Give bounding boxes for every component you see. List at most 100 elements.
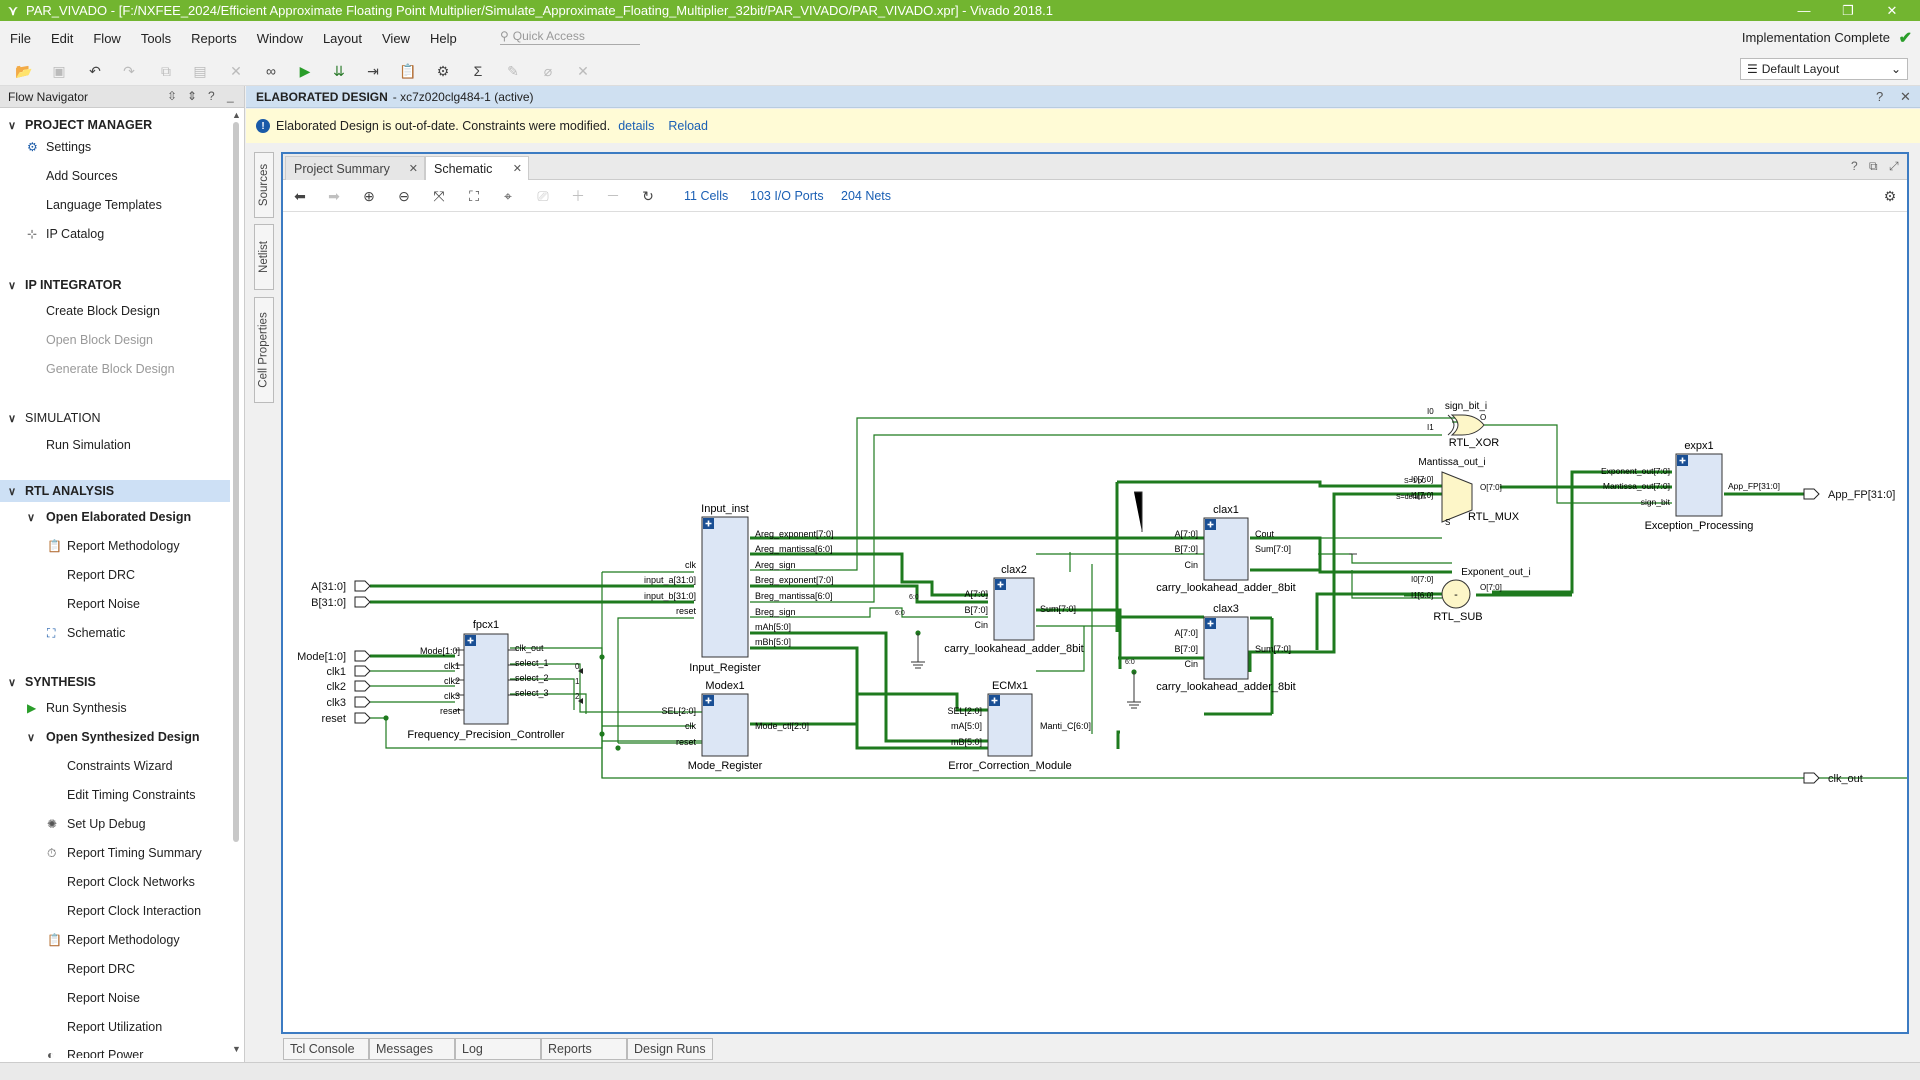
port-clk3[interactable] [354, 696, 371, 708]
nav-settings[interactable]: ⚙ Settings [27, 140, 92, 154]
section-simulation[interactable]: ∨ SIMULATION [8, 411, 101, 425]
nets-count[interactable]: 204 Nets [841, 189, 892, 203]
nav-ip-catalog[interactable]: ⊹ IP Catalog [27, 227, 105, 241]
close-window-icon[interactable]: ✕ [1886, 2, 1898, 18]
nav-run-synthesis[interactable]: ▶ Run Synthesis [27, 701, 127, 715]
port-reset[interactable] [354, 712, 371, 724]
restore-icon[interactable]: ❐ [1842, 2, 1854, 18]
minimize-panel-icon[interactable]: _ [227, 89, 234, 103]
nav-set-up-debug[interactable]: ✺ Set Up Debug [47, 817, 146, 831]
collapse-icon[interactable]: － [606, 188, 620, 204]
nav-report-methodology-synth[interactable]: 📋 Report Methodology [47, 933, 180, 947]
port-clk-out[interactable] [1803, 772, 1820, 784]
settings-gear-icon[interactable]: ⚙ [436, 62, 450, 79]
nav-create-block-design[interactable]: Create Block Design [46, 304, 160, 318]
tab-schematic[interactable]: Schematic ✕ [425, 156, 529, 180]
section-project-manager[interactable]: ∨ PROJECT MANAGER [8, 118, 153, 132]
menu-help[interactable]: Help [429, 31, 457, 46]
nav-report-drc[interactable]: Report DRC [67, 568, 136, 582]
nav-report-utilization[interactable]: Report Utilization [67, 1020, 163, 1034]
nav-report-drc-synth[interactable]: Report DRC [67, 962, 136, 976]
port-clk1[interactable] [354, 665, 371, 677]
refresh-icon[interactable]: ↻ [642, 187, 654, 204]
cell-ecmx1[interactable]: ECMx1 Error_Correction_Module SEL[2:0] m… [947, 680, 1091, 772]
tab-cell-properties[interactable]: Cell Properties [254, 297, 274, 403]
float-window-icon[interactable]: ⧉ [1869, 159, 1878, 173]
nav-open-block-design[interactable]: Open Block Design [46, 333, 154, 347]
tool-disabled-1-icon[interactable]: ✎ [507, 62, 519, 79]
target-icon[interactable]: ⌖ [504, 187, 512, 204]
port-A[interactable] [354, 580, 371, 592]
tool-disabled-2-icon[interactable]: ⌀ [543, 62, 553, 79]
menu-edit[interactable]: Edit [50, 31, 74, 46]
nav-language-templates[interactable]: Language Templates [46, 198, 162, 212]
section-rtl-analysis[interactable]: ∨ RTL ANALYSIS [0, 480, 230, 502]
port-Mode[interactable] [354, 650, 371, 662]
expand-all-icon[interactable]: ⇕ [187, 89, 198, 103]
cell-clax3[interactable]: clax3 carry_lookahead_adder_8bit A[7:0] … [1156, 603, 1295, 693]
regenerate-icon[interactable]: ⎚ [537, 187, 549, 204]
maximize-icon[interactable]: ⤢ [1889, 159, 1899, 173]
minimize-icon[interactable]: — [1797, 3, 1811, 18]
nav-edit-timing-constraints[interactable]: Edit Timing Constraints [67, 788, 196, 802]
cell-fpcx1[interactable]: fpcx1 Frequency_Precision_Controller Mod… [407, 619, 564, 741]
gate-exponent-sub[interactable]: - Exponent_out_i RTL_SUB I0[7:0] I1[6:0]… [1411, 567, 1531, 623]
step-icon[interactable]: ⇥ [367, 62, 379, 79]
menu-reports[interactable]: Reports [191, 31, 237, 46]
open-project-icon[interactable]: 📂 [15, 62, 33, 79]
help-icon[interactable]: ? [208, 89, 215, 103]
tab-messages[interactable]: Messages [369, 1038, 455, 1060]
forward-icon[interactable]: ➡ [328, 187, 340, 204]
nav-report-noise[interactable]: Report Noise [67, 597, 140, 611]
delete-icon[interactable]: ✕ [230, 62, 242, 79]
menu-view[interactable]: View [382, 31, 410, 46]
close-tab-icon[interactable]: ✕ [512, 163, 522, 175]
reload-link[interactable]: Reload [668, 119, 708, 133]
nav-add-sources[interactable]: Add Sources [46, 169, 118, 183]
report-icon[interactable]: 📋 [399, 62, 417, 79]
scroll-up-icon[interactable]: ▲ [232, 110, 241, 120]
schematic-canvas[interactable]: A[31:0] B[31:0] Mode[1:0] clk1 clk2 clk3… [283, 212, 1907, 1032]
nav-report-clock-networks[interactable]: Report Clock Networks [67, 875, 195, 889]
tab-reports[interactable]: Reports [541, 1038, 627, 1060]
nav-report-noise-synth[interactable]: Report Noise [67, 991, 140, 1005]
program-device-icon[interactable]: ⇊ [333, 62, 345, 79]
tab-design-runs[interactable]: Design Runs [627, 1038, 713, 1060]
flow-navigator-scrollbar[interactable]: ▲ ▼ [231, 110, 241, 1056]
section-synthesis[interactable]: ∨ SYNTHESIS [8, 675, 96, 689]
tab-netlist[interactable]: Netlist [254, 224, 274, 290]
back-icon[interactable]: ⬅ [294, 187, 306, 204]
zoom-out-icon[interactable]: ⊖ [398, 187, 410, 204]
undo-icon[interactable]: ↶ [89, 62, 101, 79]
sigma-icon[interactable]: Σ [473, 63, 483, 79]
copy-icon[interactable]: ⧉ [161, 62, 171, 79]
port-clk2[interactable] [354, 680, 371, 692]
port-App-FP[interactable] [1803, 488, 1820, 500]
cell-clax2[interactable]: clax2 carry_lookahead_adder_8bit A[7:0] … [944, 564, 1083, 655]
redo-icon[interactable]: ↷ [123, 62, 135, 79]
quick-access-search[interactable]: ⚲ Quick Access [500, 27, 640, 45]
nav-generate-block-design[interactable]: Generate Block Design [46, 362, 175, 376]
zoom-area-icon[interactable]: ⛶ [469, 187, 479, 204]
nav-report-timing-summary[interactable]: ⏱ Report Timing Summary [47, 845, 202, 861]
details-link[interactable]: details [618, 119, 655, 133]
collapse-all-icon[interactable]: ⇳ [167, 89, 178, 103]
scrollbar-thumb[interactable] [233, 122, 239, 842]
cell-modex1[interactable]: Modex1 Mode_Register SEL[2:0] clk reset … [661, 680, 809, 772]
help-icon[interactable]: ? [1851, 159, 1858, 173]
cell-expx1[interactable]: expx1 Exception_Processing Exponent_out[… [1601, 440, 1780, 532]
paste-icon[interactable]: ▤ [193, 62, 207, 79]
nav-report-power[interactable]: ◐ Report Power [0, 1044, 230, 1058]
save-icon[interactable]: ▣ [52, 62, 66, 79]
section-ip-integrator[interactable]: ∨ IP INTEGRATOR [8, 278, 122, 292]
cell-clax1[interactable]: clax1 carry_lookahead_adder_8bit A[7:0] … [1156, 504, 1295, 594]
gate-mantissa-mux[interactable]: Mantissa_out_i RTL_MUX S=1'b0 S=default … [1396, 457, 1520, 527]
close-tab-icon[interactable]: ✕ [408, 163, 418, 175]
port-B[interactable] [354, 596, 371, 608]
nav-constraints-wizard[interactable]: Constraints Wizard [67, 759, 173, 773]
gate-sign-bit-xor[interactable]: sign_bit_i RTL_XOR I0 I1 O [1427, 401, 1499, 449]
settings-gear-icon[interactable]: ⚙ [1883, 187, 1897, 204]
nav-schematic[interactable]: ⛶ Schematic [47, 625, 126, 641]
zoom-fit-icon[interactable]: ⤧ [433, 187, 445, 204]
menu-flow[interactable]: Flow [93, 31, 121, 46]
